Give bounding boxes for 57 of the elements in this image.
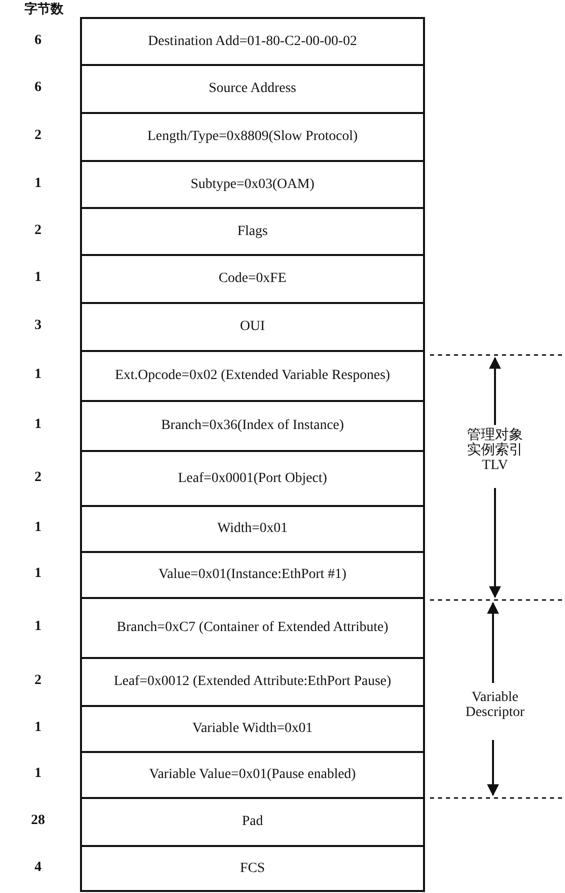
byte-count: 4 bbox=[34, 860, 42, 876]
byte-count: 1 bbox=[34, 520, 42, 536]
field-label: Leaf=0x0012 (Extended Attribute:EthPort Pause) bbox=[112, 674, 392, 690]
field-label: Branch=0xC7 (Container of Extended Attribute) bbox=[116, 620, 390, 636]
field-label: Source Address bbox=[208, 81, 298, 97]
frame-field bbox=[80, 845, 425, 892]
field-label: Subtype=0x03(OAM) bbox=[190, 176, 316, 192]
frame-field bbox=[80, 751, 425, 799]
byte-count: 6 bbox=[34, 32, 42, 48]
field-label: Width=0x01 bbox=[216, 521, 289, 537]
frame-field bbox=[80, 400, 425, 452]
field-label: Branch=0x36(Index of Instance) bbox=[160, 418, 345, 434]
byte-count: 1 bbox=[34, 720, 42, 736]
byte-count: 1 bbox=[34, 417, 42, 433]
frame-field bbox=[80, 160, 425, 209]
frame-field bbox=[80, 64, 425, 114]
column-heading: 字节数 bbox=[24, 1, 64, 17]
field-label: Variable Value=0x01(Pause enabled) bbox=[148, 767, 357, 783]
frame-field bbox=[80, 350, 425, 402]
field-label: Value=0x01(Instance:EthPort #1) bbox=[158, 567, 348, 583]
field-label: Variable Width=0x01 bbox=[191, 721, 314, 737]
frame-field bbox=[80, 797, 425, 847]
field-label: Destination Add=01-80-C2-00-00-02 bbox=[147, 34, 358, 50]
frame-field bbox=[80, 705, 425, 753]
frame-field bbox=[80, 505, 425, 553]
field-label: FCS bbox=[239, 860, 266, 876]
frame-field bbox=[80, 450, 425, 507]
frame-field bbox=[80, 254, 425, 304]
field-label: Leaf=0x0001(Port Object) bbox=[176, 470, 328, 486]
bracket-label: Variable Descriptor bbox=[464, 690, 526, 720]
frame-field bbox=[80, 597, 425, 659]
field-label: Pad bbox=[241, 814, 264, 830]
bracket-label: 管理对象实例索引TLV bbox=[466, 428, 524, 473]
byte-count: 1 bbox=[34, 566, 42, 582]
byte-count: 3 bbox=[34, 318, 42, 334]
frame-field bbox=[80, 17, 425, 66]
frame-field bbox=[80, 207, 425, 256]
byte-count: 2 bbox=[34, 128, 42, 144]
field-label: Code=0xFE bbox=[218, 271, 288, 287]
byte-count: 2 bbox=[34, 470, 42, 486]
byte-count: 6 bbox=[34, 80, 42, 96]
frame-field bbox=[80, 302, 425, 352]
field-label: Ext.Opcode=0x02 (Extended Variable Respones) bbox=[114, 368, 392, 384]
field-label: Length/Type=0x8809(Slow Protocol) bbox=[146, 129, 359, 145]
byte-count: 2 bbox=[34, 222, 42, 238]
byte-count: 1 bbox=[34, 619, 42, 635]
frame-field bbox=[80, 551, 425, 599]
byte-count: 28 bbox=[30, 813, 46, 829]
byte-count: 1 bbox=[34, 367, 42, 383]
frame-field bbox=[80, 657, 425, 707]
field-label: Flags bbox=[236, 224, 269, 240]
frame-field bbox=[80, 112, 425, 162]
field-label: OUI bbox=[239, 319, 266, 335]
byte-count: 1 bbox=[34, 270, 42, 286]
byte-count: 2 bbox=[34, 673, 42, 689]
byte-count: 1 bbox=[34, 176, 42, 192]
byte-count: 1 bbox=[34, 766, 42, 782]
